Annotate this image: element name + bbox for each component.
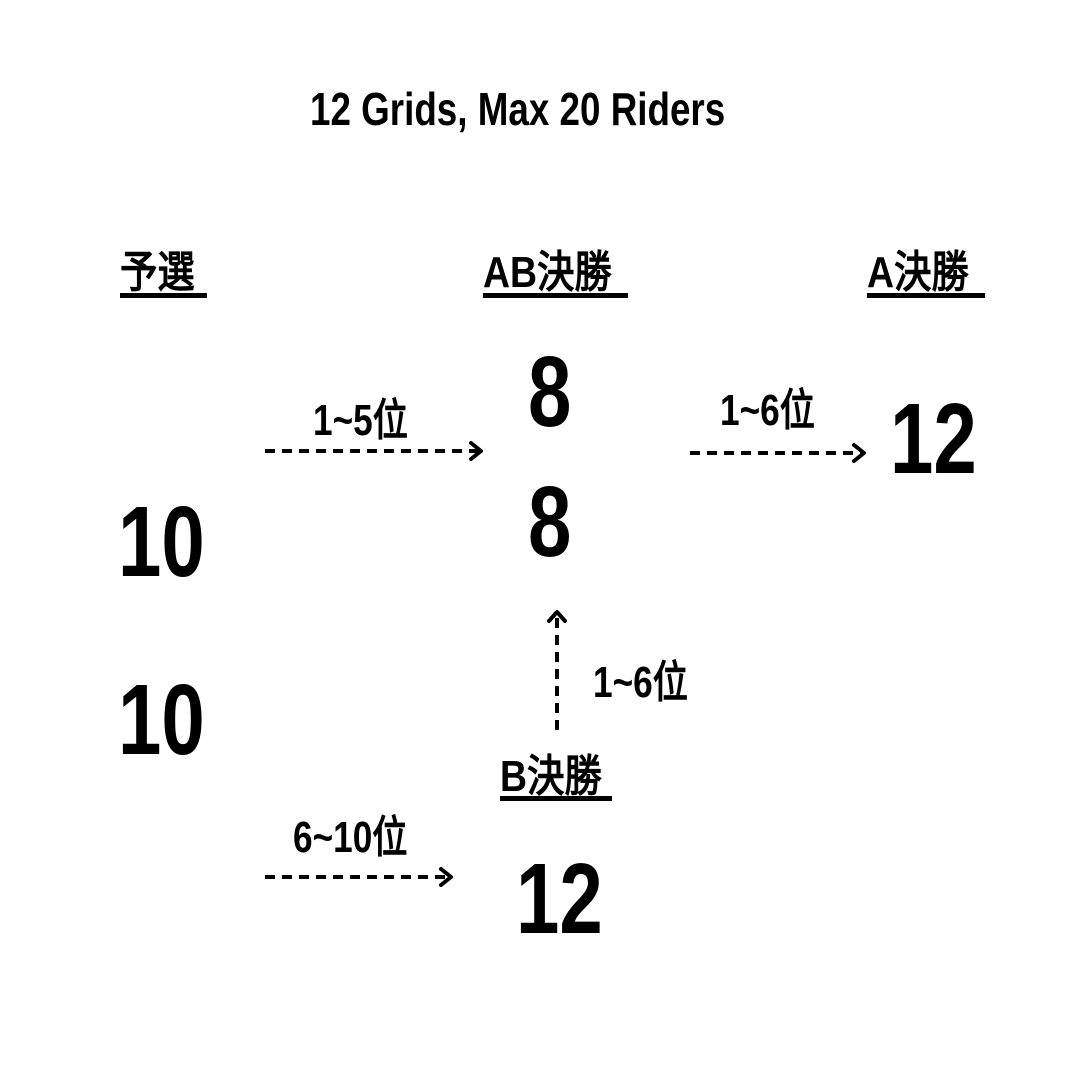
ab-to-a-arrow	[690, 443, 866, 463]
qual-to-b-label: 6~10位	[293, 813, 408, 862]
qual-to-ab-label: 1~5位	[313, 396, 408, 445]
qualifying-heat-2: 10	[118, 664, 205, 776]
a-final-header: A決勝	[867, 248, 969, 297]
ab-final-underline	[483, 293, 628, 298]
ab-final-heat-1: 8	[528, 336, 572, 448]
b-final-count: 12	[516, 843, 603, 955]
a-final-underline	[867, 293, 985, 298]
ab-final-header: AB決勝	[483, 248, 612, 297]
qualifying-header: 予選	[120, 248, 195, 297]
ab-to-a-label: 1~6位	[720, 386, 815, 435]
b-to-ab-label: 1~6位	[593, 658, 688, 707]
qualifying-heat-1: 10	[118, 486, 205, 598]
b-final-header: B決勝	[500, 752, 602, 801]
qual-to-ab-arrow	[265, 441, 483, 461]
b-to-ab-arrow	[547, 610, 567, 730]
a-final-count: 12	[890, 383, 977, 495]
ab-final-heat-2: 8	[528, 466, 572, 578]
page-title: 12 Grids, Max 20 Riders	[310, 83, 726, 135]
qualifying-underline	[120, 293, 207, 298]
b-final-underline	[500, 796, 612, 801]
qual-to-b-arrow	[265, 867, 453, 887]
